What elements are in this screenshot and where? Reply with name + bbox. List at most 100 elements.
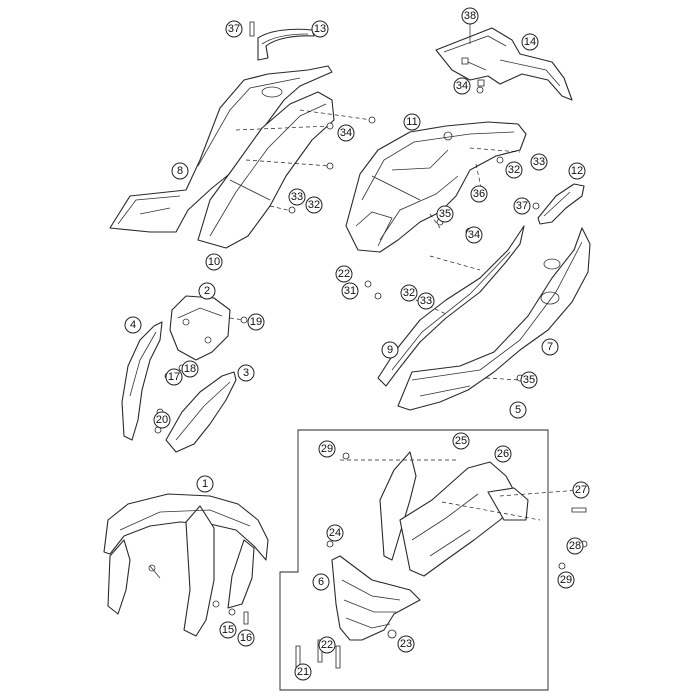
callout-35-center: 35 bbox=[436, 205, 454, 223]
callout-33-left: 33 bbox=[288, 188, 306, 206]
callout-33-center-label: 33 bbox=[420, 295, 432, 307]
callout-10: 10 bbox=[205, 253, 223, 271]
callout-2: 2 bbox=[198, 282, 216, 300]
tank-cover-part bbox=[345, 121, 527, 253]
lower-trim-rail-part bbox=[377, 225, 525, 387]
callout-26: 26 bbox=[494, 445, 512, 463]
callout-37-top-label: 37 bbox=[228, 23, 240, 35]
callout-27: 27 bbox=[572, 481, 590, 499]
callout-2-label: 2 bbox=[204, 285, 210, 297]
callout-31-label: 31 bbox=[344, 285, 356, 297]
callout-7: 7 bbox=[541, 338, 559, 356]
callout-28-label: 28 bbox=[569, 540, 581, 552]
front-number-plate-part bbox=[331, 555, 421, 641]
callout-4-label: 4 bbox=[130, 319, 136, 331]
callout-20: 20 bbox=[153, 411, 171, 429]
right-side-cover-part bbox=[397, 227, 591, 411]
callout-12: 12 bbox=[568, 162, 586, 180]
callout-33-right: 33 bbox=[530, 153, 548, 171]
callout-22-front-label: 22 bbox=[321, 639, 333, 651]
callout-28: 28 bbox=[566, 537, 584, 555]
callout-29-left-label: 29 bbox=[321, 443, 333, 455]
callout-12-label: 12 bbox=[571, 165, 583, 177]
front-fender-part bbox=[103, 493, 269, 637]
callout-34-center-label: 34 bbox=[468, 229, 480, 241]
callout-17: 17 bbox=[165, 368, 183, 386]
callout-16-label: 16 bbox=[240, 632, 252, 644]
callout-5-label: 5 bbox=[515, 404, 521, 416]
callout-17-label: 17 bbox=[168, 371, 180, 383]
callout-6-label: 6 bbox=[318, 576, 324, 588]
left-side-cover-part bbox=[109, 65, 333, 233]
callout-34-top: 34 bbox=[453, 77, 471, 95]
callout-9: 9 bbox=[381, 341, 399, 359]
callout-35-center-label: 35 bbox=[439, 208, 451, 220]
headlight-mask-part bbox=[169, 295, 245, 361]
callout-22-rear: 22 bbox=[335, 265, 353, 283]
callout-13: 13 bbox=[311, 20, 329, 38]
callout-21-label: 21 bbox=[297, 666, 309, 678]
callout-27-label: 27 bbox=[575, 484, 587, 496]
callout-36-label: 36 bbox=[473, 188, 485, 200]
callout-33-center: 33 bbox=[417, 292, 435, 310]
callout-16: 16 bbox=[237, 629, 255, 647]
callout-32-center-label: 32 bbox=[403, 287, 415, 299]
left-lower-panel-part bbox=[121, 321, 163, 441]
callout-34-center: 34 bbox=[465, 226, 483, 244]
callout-32-left-label: 32 bbox=[308, 199, 320, 211]
callout-38: 38 bbox=[461, 7, 479, 25]
callout-1: 1 bbox=[196, 475, 214, 493]
callout-3: 3 bbox=[237, 364, 255, 382]
callout-24-label: 24 bbox=[329, 527, 341, 539]
windscreen-assembly-part bbox=[340, 451, 581, 577]
callout-18: 18 bbox=[181, 360, 199, 378]
callout-35-lower-label: 35 bbox=[523, 374, 535, 386]
callout-29-right: 29 bbox=[557, 571, 575, 589]
callout-15: 15 bbox=[219, 621, 237, 639]
callout-36: 36 bbox=[470, 185, 488, 203]
callout-11: 11 bbox=[403, 113, 421, 131]
callout-21: 21 bbox=[294, 663, 312, 681]
callout-9-label: 9 bbox=[387, 344, 393, 356]
callout-18-label: 18 bbox=[184, 363, 196, 375]
callout-1-label: 1 bbox=[202, 478, 208, 490]
assembly-group-frame bbox=[279, 429, 549, 691]
callout-34-top-label: 34 bbox=[456, 80, 468, 92]
callout-15-label: 15 bbox=[222, 624, 234, 636]
callout-32-center: 32 bbox=[400, 284, 418, 302]
callout-23-label: 23 bbox=[400, 638, 412, 650]
small-bracket-cover-part bbox=[537, 183, 585, 225]
callout-10-label: 10 bbox=[208, 256, 220, 268]
callout-34-left: 34 bbox=[337, 124, 355, 142]
callout-31: 31 bbox=[341, 282, 359, 300]
right-lower-panel-part bbox=[165, 371, 237, 453]
callout-8: 8 bbox=[171, 162, 189, 180]
callout-33-left-label: 33 bbox=[291, 191, 303, 203]
callout-37-top: 37 bbox=[225, 20, 243, 38]
callout-5: 5 bbox=[509, 401, 527, 419]
callout-35-lower: 35 bbox=[520, 371, 538, 389]
callout-23: 23 bbox=[397, 635, 415, 653]
callout-6: 6 bbox=[312, 573, 330, 591]
callout-29-left: 29 bbox=[318, 440, 336, 458]
callout-37-right-label: 37 bbox=[516, 200, 528, 212]
callout-4: 4 bbox=[124, 316, 142, 334]
callout-8-label: 8 bbox=[177, 165, 183, 177]
callout-11-label: 11 bbox=[406, 116, 417, 128]
callout-22-rear-label: 22 bbox=[338, 268, 350, 280]
callout-14: 14 bbox=[521, 33, 539, 51]
callout-26-label: 26 bbox=[497, 448, 509, 460]
callout-14-label: 14 bbox=[524, 36, 536, 48]
rear-mudguard-part bbox=[435, 22, 573, 101]
callout-33-right-label: 33 bbox=[533, 156, 545, 168]
callout-32-right: 32 bbox=[505, 161, 523, 179]
callout-32-left: 32 bbox=[305, 196, 323, 214]
callout-22-front: 22 bbox=[318, 636, 336, 654]
callout-34-left-label: 34 bbox=[340, 127, 352, 139]
callout-19: 19 bbox=[247, 313, 265, 331]
callout-32-right-label: 32 bbox=[508, 164, 520, 176]
callout-3-label: 3 bbox=[243, 367, 249, 379]
callout-19-label: 19 bbox=[250, 316, 262, 328]
callout-29-right-label: 29 bbox=[560, 574, 572, 586]
